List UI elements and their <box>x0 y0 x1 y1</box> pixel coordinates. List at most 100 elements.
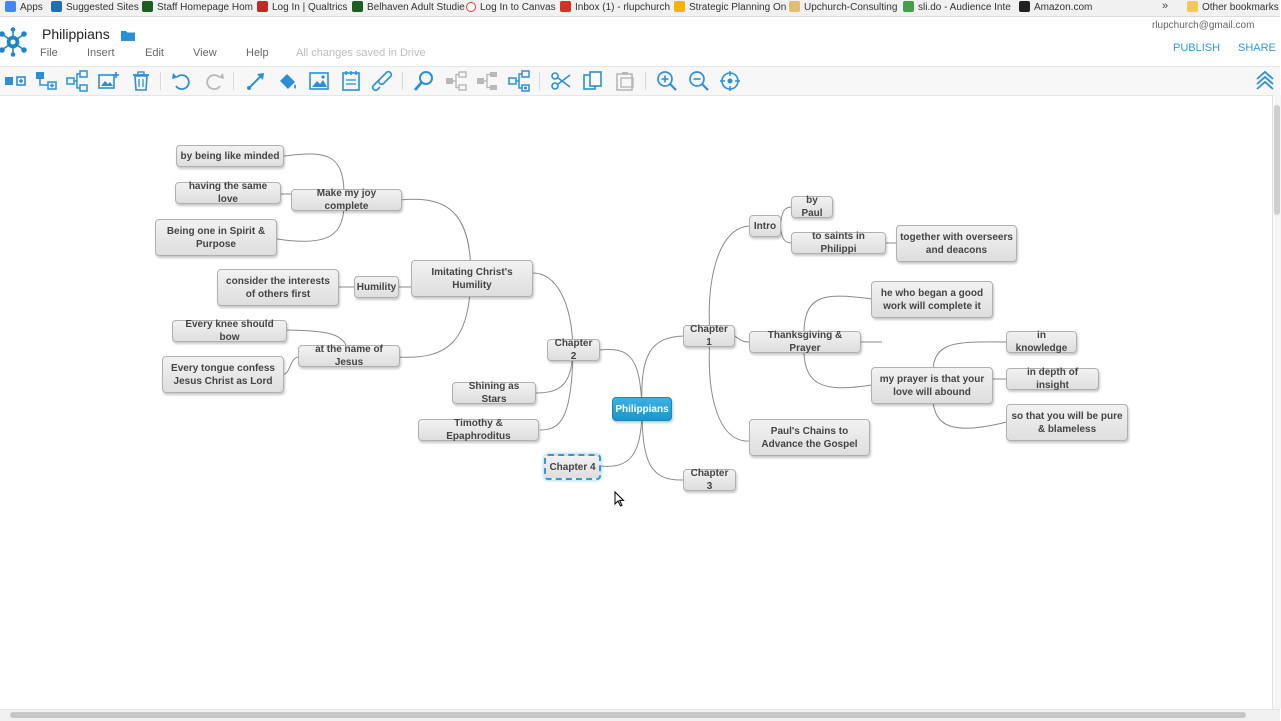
share-button[interactable]: SHARE <box>1238 42 1276 54</box>
mouse-cursor-icon <box>614 490 626 507</box>
menu-view[interactable]: View <box>193 47 217 59</box>
link-joy-likeminded <box>283 153 345 201</box>
link-chapter1-thanksgiving <box>734 335 751 343</box>
bookmark-amazon[interactable]: Amazon.com <box>1019 1 1092 15</box>
node-intro[interactable]: Intro <box>749 215 781 237</box>
drive-icon <box>674 1 685 12</box>
toolbar-separator <box>645 72 646 90</box>
copy-icon[interactable] <box>582 70 604 92</box>
node-prayer-love[interactable]: my prayer is that your love will abound <box>871 367 993 404</box>
mindmap-canvas[interactable]: Philippians Chapter 1 Chapter 2 Chapter … <box>0 95 1272 709</box>
delete-icon[interactable] <box>130 70 152 92</box>
node-pure-blameless[interactable]: so that you will be pure & blameless <box>1006 404 1128 441</box>
note-icon[interactable] <box>340 70 362 92</box>
node-interests-of-others[interactable]: consider the interests of others first <box>217 269 339 306</box>
add-relationship-icon[interactable] <box>66 70 88 92</box>
add-sibling-icon[interactable] <box>35 70 57 92</box>
menu-edit[interactable]: Edit <box>145 47 164 59</box>
more-bookmarks-button[interactable]: » <box>1162 0 1169 12</box>
vertical-scrollbar[interactable] <box>1272 95 1281 709</box>
node-shining-as-stars[interactable]: Shining as Stars <box>452 381 536 405</box>
horizontal-scroll-thumb[interactable] <box>10 712 1246 718</box>
node-one-in-spirit[interactable]: Being one in Spirit & Purpose <box>155 219 277 256</box>
bookmark-staff-homepage[interactable]: Staff Homepage Hom <box>142 1 253 15</box>
node-every-knee[interactable]: Every knee should bow <box>172 319 287 343</box>
bookmark-suggested-sites[interactable]: Suggested Sites <box>51 1 139 15</box>
connector-icon[interactable] <box>245 70 267 92</box>
node-every-tongue[interactable]: Every tongue confess Jesus Christ as Lor… <box>162 356 284 393</box>
belhaven-icon <box>352 1 363 12</box>
slido-icon <box>903 1 914 12</box>
node-chapter-3[interactable]: Chapter 3 <box>683 468 736 492</box>
collapse-icon[interactable] <box>476 70 498 92</box>
node-chapter-4[interactable]: Chapter 4 <box>544 454 601 480</box>
link-root-chapter3 <box>641 407 685 481</box>
expand-icon[interactable] <box>445 70 467 92</box>
user-email[interactable]: rlupchurch@gmail.com <box>1152 20 1255 31</box>
add-image-icon[interactable] <box>98 70 120 92</box>
apps-grid-icon <box>5 1 16 12</box>
link-icon[interactable] <box>371 70 393 92</box>
link-root-chapter1 <box>641 335 685 409</box>
mindmap-logo-icon <box>0 27 28 57</box>
bookmark-belhaven[interactable]: Belhaven Adult Studie <box>352 1 465 15</box>
toolbar-separator <box>160 72 161 90</box>
bookmarks-bar: Apps Suggested Sites Staff Homepage Hom … <box>0 0 1280 17</box>
bookmark-apps[interactable]: Apps <box>5 1 43 15</box>
node-to-saints[interactable]: to saints in Philippi <box>791 231 886 255</box>
bookmark-canvas[interactable]: Log In to Canvas <box>466 1 556 15</box>
toolbar <box>0 66 1280 96</box>
document-title[interactable]: Philippians <box>42 26 110 42</box>
undo-icon[interactable] <box>171 70 193 92</box>
collapse-toolbar-icon[interactable] <box>1254 69 1276 91</box>
node-chapter-2[interactable]: Chapter 2 <box>547 338 600 362</box>
bookmark-upchurch-consulting[interactable]: Upchurch-Consulting <box>789 1 897 15</box>
other-bookmarks[interactable]: Other bookmarks <box>1187 1 1280 15</box>
node-in-knowledge[interactable]: in knowledge <box>1006 330 1077 354</box>
node-by-paul[interactable]: by Paul <box>791 195 833 219</box>
mindmap-root-node[interactable]: Philippians <box>612 397 672 421</box>
folder-icon[interactable] <box>121 28 135 41</box>
node-thanksgiving-prayer[interactable]: Thanksgiving & Prayer <box>749 330 861 354</box>
node-same-love[interactable]: having the same love <box>175 181 281 205</box>
bookmark-slido[interactable]: sli.do - Audience Inte <box>903 1 1011 15</box>
cut-icon[interactable] <box>550 70 572 92</box>
menu-help[interactable]: Help <box>246 47 269 59</box>
publish-button[interactable]: PUBLISH <box>1173 42 1221 54</box>
redo-icon[interactable] <box>203 70 225 92</box>
paste-icon[interactable] <box>614 70 636 92</box>
share-label: SHARE <box>1238 42 1276 54</box>
add-child-icon[interactable] <box>4 70 26 92</box>
menu-insert[interactable]: Insert <box>87 47 115 59</box>
node-timothy-epaphroditus[interactable]: Timothy & Epaphroditus <box>418 418 539 442</box>
node-depth-of-insight[interactable]: in depth of insight <box>1006 367 1099 391</box>
layout-icon[interactable] <box>508 70 530 92</box>
canvas-icon <box>466 2 476 12</box>
toolbar-separator <box>539 72 540 90</box>
site-icon <box>789 1 800 12</box>
bookmark-strategic-planning[interactable]: Strategic Planning On <box>674 1 786 15</box>
node-began-good-work[interactable]: he who began a good work will complete i… <box>871 281 993 318</box>
center-icon[interactable] <box>719 70 741 92</box>
node-make-joy-complete[interactable]: Make my joy complete <box>291 188 402 212</box>
image-icon[interactable] <box>308 70 330 92</box>
toolbar-separator <box>233 72 234 90</box>
zoom-in-icon[interactable] <box>656 70 678 92</box>
bookmark-qualtrics[interactable]: Log In | Qualtrics <box>257 1 347 15</box>
horizontal-scrollbar[interactable] <box>0 709 1280 721</box>
zoom-out-icon[interactable] <box>688 70 710 92</box>
node-name-of-jesus[interactable]: at the name of Jesus <box>298 344 400 368</box>
link-root-chapter4 <box>599 407 643 467</box>
menu-file[interactable]: File <box>40 47 58 59</box>
node-pauls-chains[interactable]: Paul's Chains to Advance the Gospel <box>749 419 870 456</box>
node-overseers-deacons[interactable]: together with overseers and deacons <box>896 225 1017 262</box>
node-like-minded[interactable]: by being like minded <box>176 145 284 167</box>
node-imitating-humility[interactable]: Imitating Christ's Humility <box>411 260 533 297</box>
search-icon[interactable] <box>413 70 435 92</box>
fill-color-icon[interactable] <box>277 70 299 92</box>
node-humility[interactable]: Humility <box>354 276 399 298</box>
node-chapter-1[interactable]: Chapter 1 <box>683 324 735 348</box>
vertical-scroll-thumb[interactable] <box>1274 105 1280 215</box>
gmail-icon <box>560 1 571 12</box>
bookmark-gmail-inbox[interactable]: Inbox (1) - rlupchurch <box>560 1 670 15</box>
